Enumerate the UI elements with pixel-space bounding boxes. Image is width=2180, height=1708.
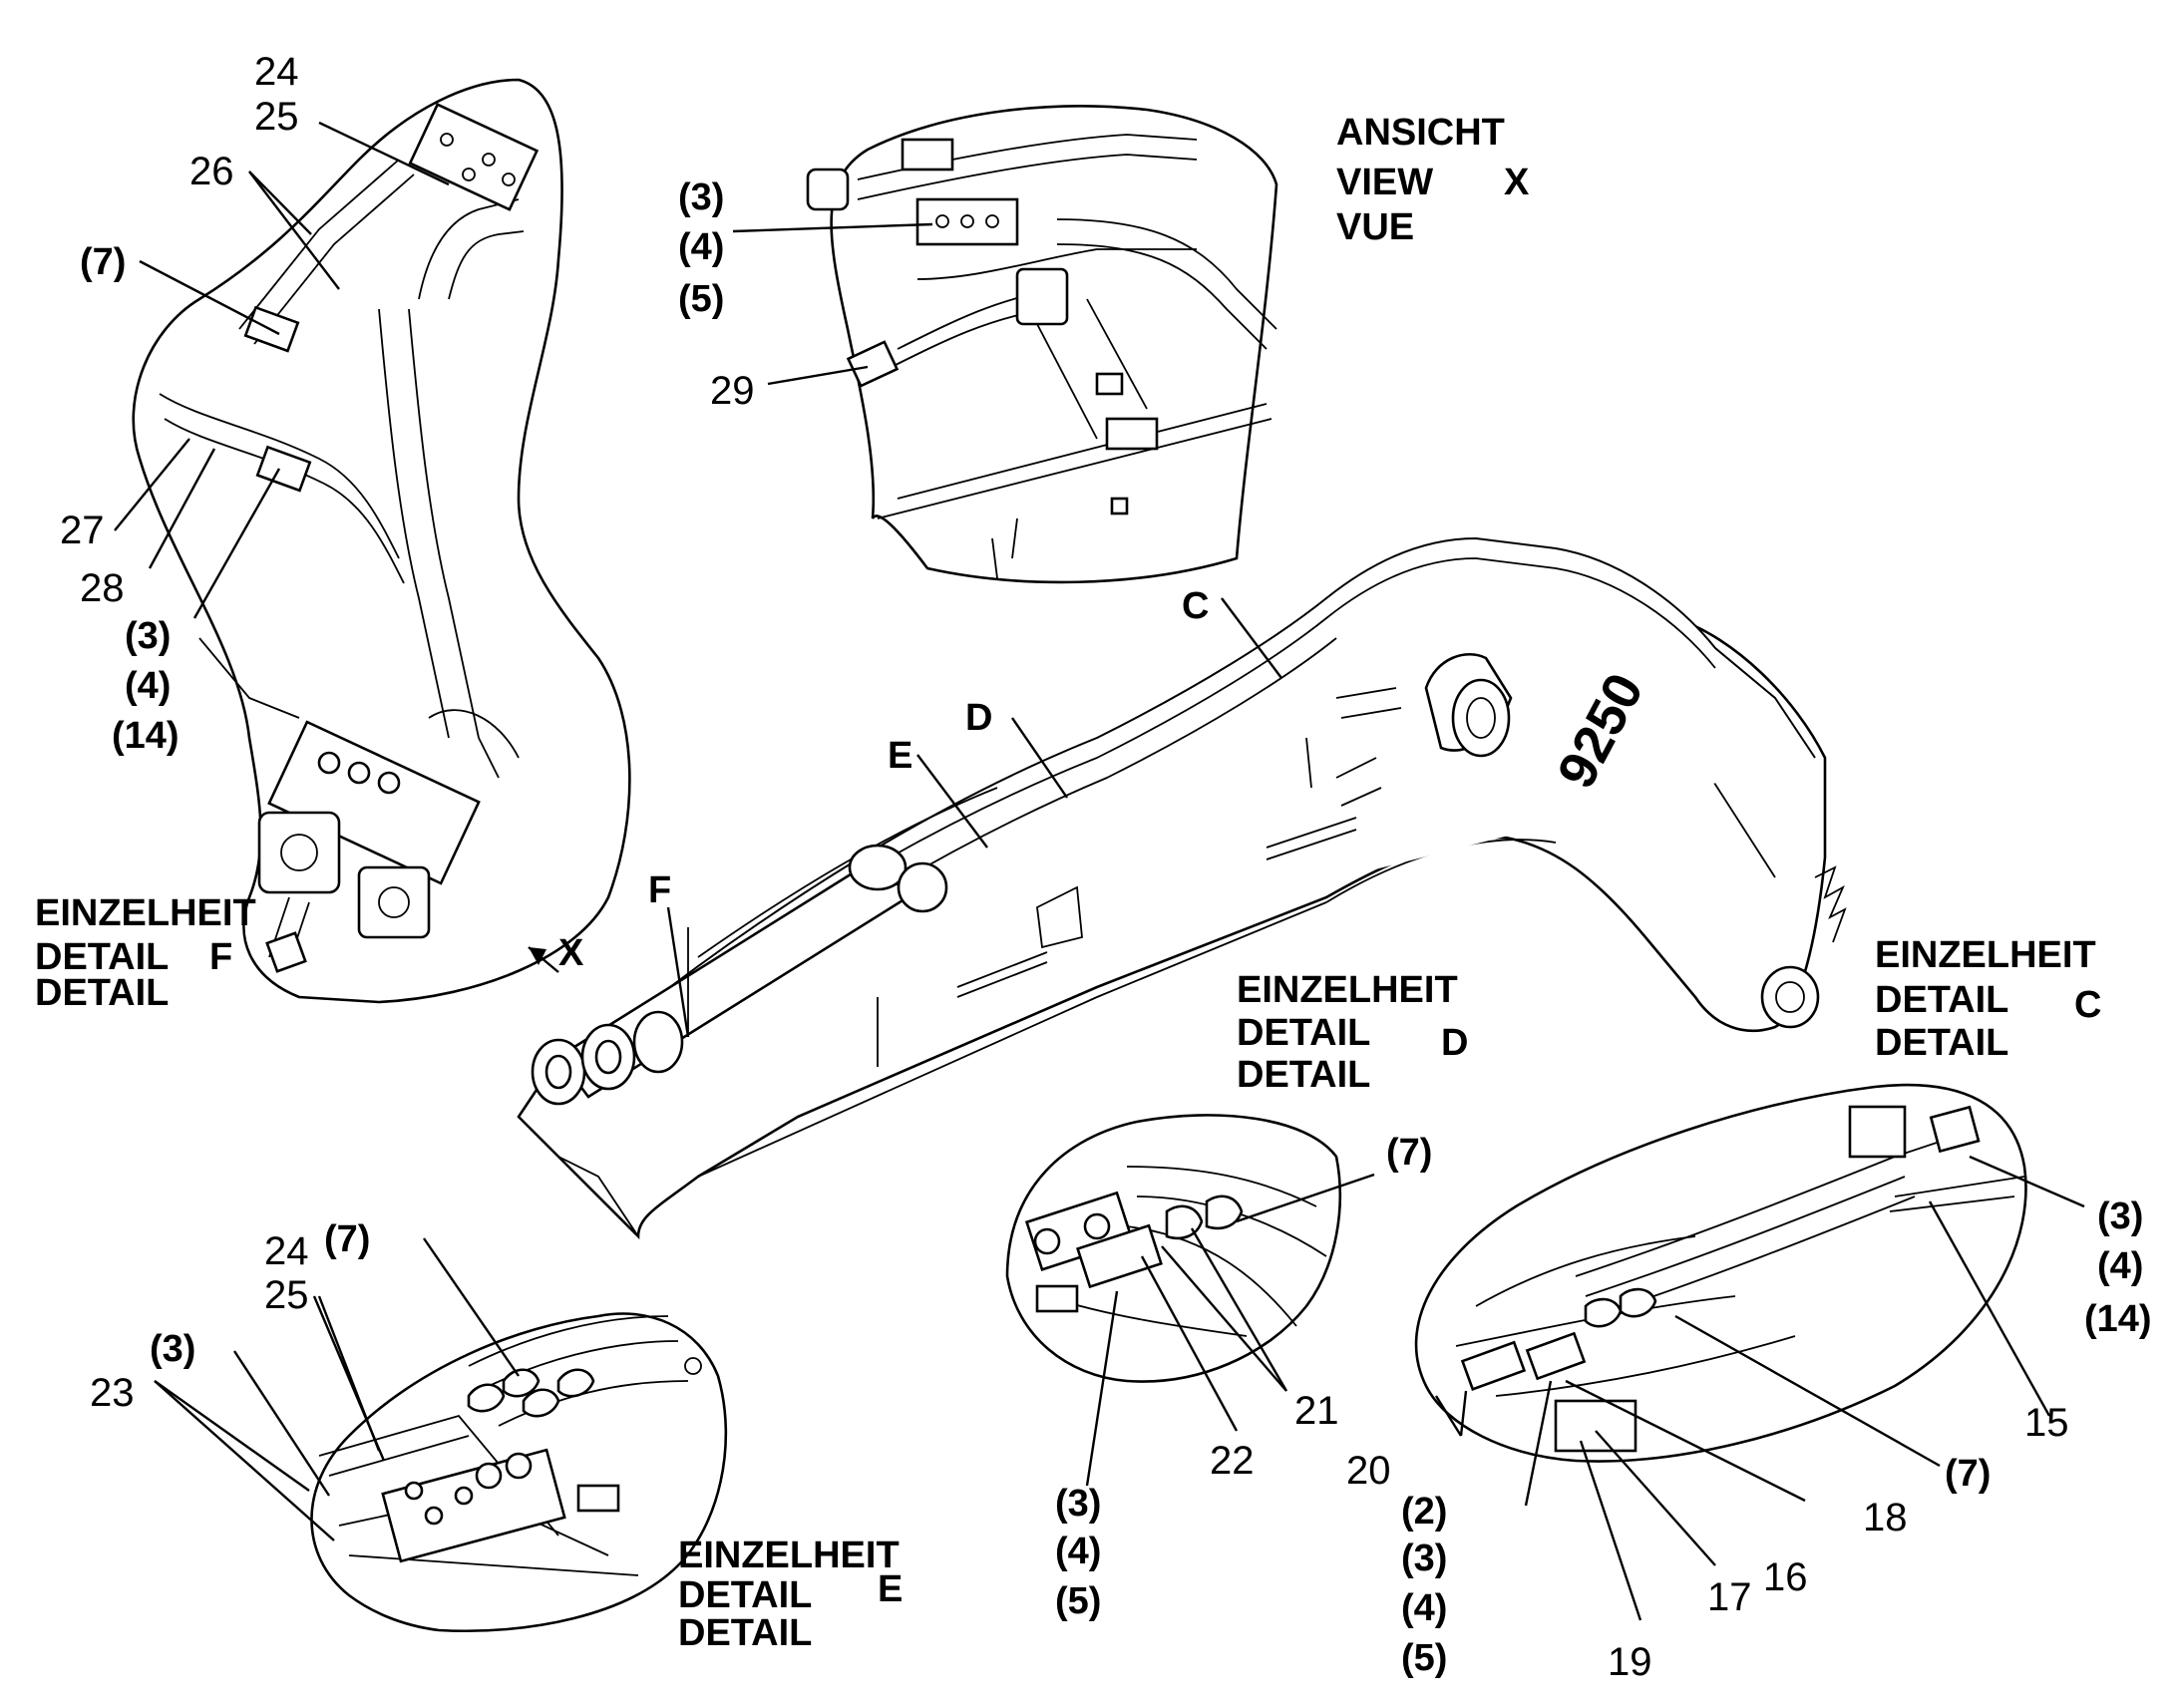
label-24: 24 [264,1229,309,1273]
detail-e-title-en: DETAIL [678,1574,812,1616]
label-16: 16 [1763,1555,1808,1599]
label-21: 21 [1294,1389,1339,1433]
detail-c-title-fr: DETAIL [1875,1022,2008,1064]
label-14: (14) [2084,1298,2152,1340]
detail-f-letter: F [209,936,232,978]
detail-d-letter: D [1441,1022,1468,1064]
detail-e-drawing [310,1312,728,1633]
detail-c-leaders [1434,1155,2085,1621]
label-27: 27 [60,509,105,552]
label-7: (7) [80,241,126,283]
view-x-letter: X [1504,162,1530,203]
label-4b: (4) [1401,1587,1447,1629]
label-17: 17 [1707,1575,1752,1619]
detail-c-title-en: DETAIL [1875,979,2008,1021]
boom-drawing [517,536,1847,1240]
label-23: 23 [90,1371,135,1415]
view-x-title-en: VIEW [1336,162,1433,203]
detail-f-title-en: DETAIL [35,936,169,978]
detail-e-letter: E [878,1568,903,1610]
label-4: (4) [2097,1245,2143,1287]
label-7: (7) [1386,1132,1432,1174]
detail-c-drawing [1414,1083,2027,1463]
label-3b: (3) [1401,1537,1447,1579]
label-5: (5) [678,278,724,320]
label-4: (4) [1055,1531,1101,1572]
detail-d-drawing [1005,1114,1342,1383]
label-7: (7) [1945,1453,1991,1495]
label-5: (5) [1055,1580,1101,1622]
detail-e-leaders [154,1237,520,1541]
marker-d: D [965,697,992,739]
detail-f-drawing [132,78,631,1004]
view-x-drawing [806,105,1278,584]
label-29: 29 [710,369,755,413]
marker-x: X [558,932,584,974]
detail-c-letter: C [2074,984,2101,1026]
arrow-icon [529,947,546,965]
detail-d-title-de: EINZELHEIT [1237,969,1458,1011]
label-25: 25 [264,1273,309,1317]
label-26: 26 [189,150,234,193]
label-22: 22 [1210,1439,1255,1483]
detail-f-leaders [114,121,450,619]
label-19: 19 [1608,1640,1652,1684]
view-x-title-de: ANSICHT [1336,112,1505,154]
detail-e-title-de: EINZELHEIT [678,1535,900,1576]
label-14: (14) [112,715,180,757]
label-4: (4) [678,226,724,268]
label-3: (3) [2097,1196,2143,1237]
label-3: (3) [125,615,171,657]
label-3: (3) [678,176,724,218]
detail-e-title-fr: DETAIL [678,1612,812,1654]
label-18: 18 [1863,1496,1908,1539]
label-28: 28 [80,566,125,610]
label-15: 15 [2024,1401,2069,1445]
view-x-leaders [732,222,933,386]
label-2: (2) [1401,1491,1447,1533]
detail-d-leaders [1085,1173,1375,1487]
detail-c-title-de: EINZELHEIT [1875,934,2096,976]
label-20: 20 [1346,1449,1391,1493]
label-7: (7) [324,1218,370,1260]
detail-d-title-en: DETAIL [1237,1012,1370,1054]
marker-e: E [888,735,912,777]
detail-f-title-fr: DETAIL [35,972,169,1014]
detail-f-title-de: EINZELHEIT [35,892,256,934]
label-3: (3) [150,1328,195,1370]
label-3: (3) [1055,1483,1101,1525]
view-x-title-fr: VUE [1336,206,1414,248]
marker-f: F [648,869,671,911]
boom-markers [528,597,1282,1038]
marker-c: C [1182,585,1209,627]
label-25: 25 [254,95,299,139]
label-4: (4) [125,665,171,707]
detail-d-title-fr: DETAIL [1237,1054,1370,1096]
label-24: 24 [254,50,299,94]
label-5: (5) [1401,1637,1447,1679]
